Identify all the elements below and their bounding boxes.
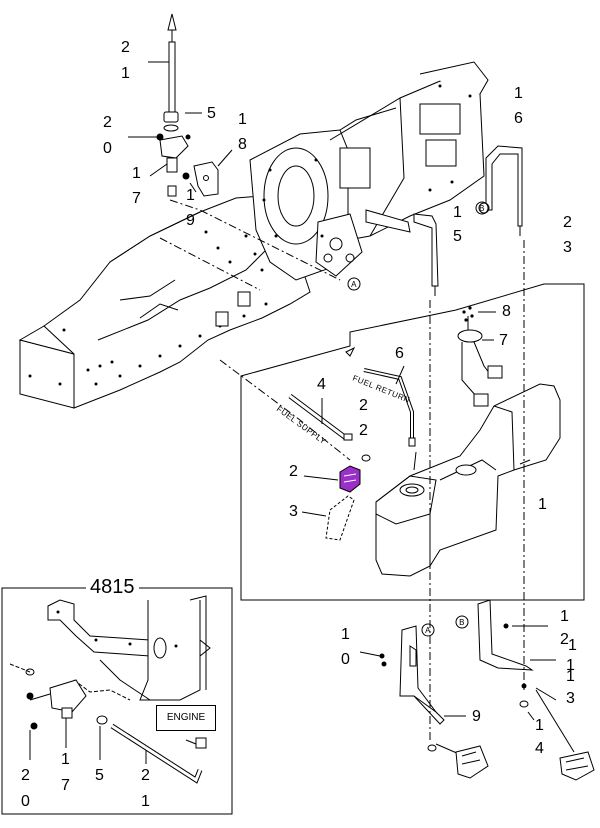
callout-10-digit-2: 0: [341, 651, 350, 668]
callout-10-digit-1: 1: [341, 626, 350, 643]
upper-rod-assembly: [148, 13, 177, 121]
inset-callout-17-digit-1: 1: [61, 751, 70, 768]
bracket-15: [413, 213, 439, 296]
svg-text:A: A: [351, 280, 357, 289]
callout-2-b: 2: [359, 422, 368, 439]
inset-panel: [1, 587, 233, 815]
bracket-16: [478, 145, 523, 236]
inset-callout-20-digit-1: 2: [21, 767, 30, 784]
small-washer: [361, 454, 371, 462]
callout-14-digit-2: 4: [535, 740, 544, 757]
callout-23-digit-1: 2: [563, 214, 572, 231]
fuel-return-line: FUEL RETURN: [345, 346, 416, 447]
callout-11-digit-1: 1: [566, 657, 575, 674]
callout-5-top: 5: [207, 105, 216, 122]
engine-label-box: ENGINE: [156, 705, 216, 731]
callout-2-c: 2: [289, 463, 298, 480]
callout-3: 3: [289, 503, 298, 520]
svg-text:B: B: [459, 618, 465, 627]
callout-23-digit-2: 3: [563, 239, 572, 256]
callout-1-right: 1: [560, 608, 569, 625]
svg-text:B: B: [479, 204, 485, 213]
callout-16-digit-2: 6: [514, 110, 523, 127]
tank-strap-left: [427, 743, 489, 779]
callout-17-digit-2: 7: [132, 190, 141, 207]
tank-strap-right: [535, 689, 595, 781]
callout-21-digit-2: 1: [121, 65, 130, 82]
inset-number: 4815: [86, 577, 139, 597]
tank-bracket-b: B: [455, 599, 557, 721]
callout-19-digit-1: 1: [186, 187, 195, 204]
fuel-cap: [303, 465, 361, 493]
svg-text:A: A: [425, 626, 431, 635]
callout-5-upper: 5: [453, 228, 462, 245]
callout-19-digit-2: 9: [186, 212, 195, 229]
ref-marker-b: B: [475, 201, 489, 215]
fuel-sender-unit: [457, 306, 503, 407]
callout-16-digit-1: 1: [514, 85, 523, 102]
callout-2-a: 2: [359, 397, 368, 414]
callout-1-upper: 1: [453, 204, 462, 221]
engine-label: ENGINE: [166, 712, 206, 723]
inset-callout-21-digit-1: 2: [141, 767, 150, 784]
fuel-system-outline: [240, 283, 585, 601]
fuel-tank: [375, 383, 561, 577]
callout-21-digit-1: 2: [121, 39, 130, 56]
connector-lines: [159, 199, 525, 740]
callout-20-digit-1: 2: [103, 114, 112, 131]
tank-bracket-a: A: [359, 623, 466, 725]
callout-4: 4: [317, 376, 326, 393]
callout-1-tank: 1: [538, 496, 547, 513]
callout-9: 9: [472, 708, 481, 725]
inset-callout-20-digit-2: 0: [21, 793, 30, 810]
callout-6: 6: [395, 345, 404, 362]
ref-marker-a: A: [347, 277, 361, 291]
transmission-housing: [249, 61, 489, 281]
fuel-supply-line: FUEL SUPPLY: [275, 394, 353, 446]
chassis-frame: [18, 195, 311, 409]
svg-text:FUEL SUPPLY: FUEL SUPPLY: [275, 404, 328, 446]
callout-21-right-digit-1: 2: [560, 631, 569, 648]
inset-callout-17-digit-2: 7: [61, 777, 70, 794]
callout-11-digit-2: 1: [566, 668, 575, 685]
callout-8: 8: [502, 303, 511, 320]
callout-14-digit-1: 1: [535, 717, 544, 734]
callout-3-right: 3: [566, 690, 575, 707]
inset-callout-5: 5: [95, 767, 104, 784]
callout-21-right-digit-2: 1: [568, 637, 577, 654]
callout-18-digit-1: 1: [238, 111, 247, 128]
mounting-bracket: [182, 149, 233, 197]
inset-callout-21-digit-2: 1: [141, 793, 150, 810]
callout-7: 7: [499, 332, 508, 349]
valve-assembly: [128, 111, 202, 197]
callout-20-digit-2: 0: [103, 140, 112, 157]
callout-17-digit-1: 1: [132, 165, 141, 182]
callout-18-digit-2: 8: [238, 136, 247, 153]
strainer: [301, 495, 355, 541]
